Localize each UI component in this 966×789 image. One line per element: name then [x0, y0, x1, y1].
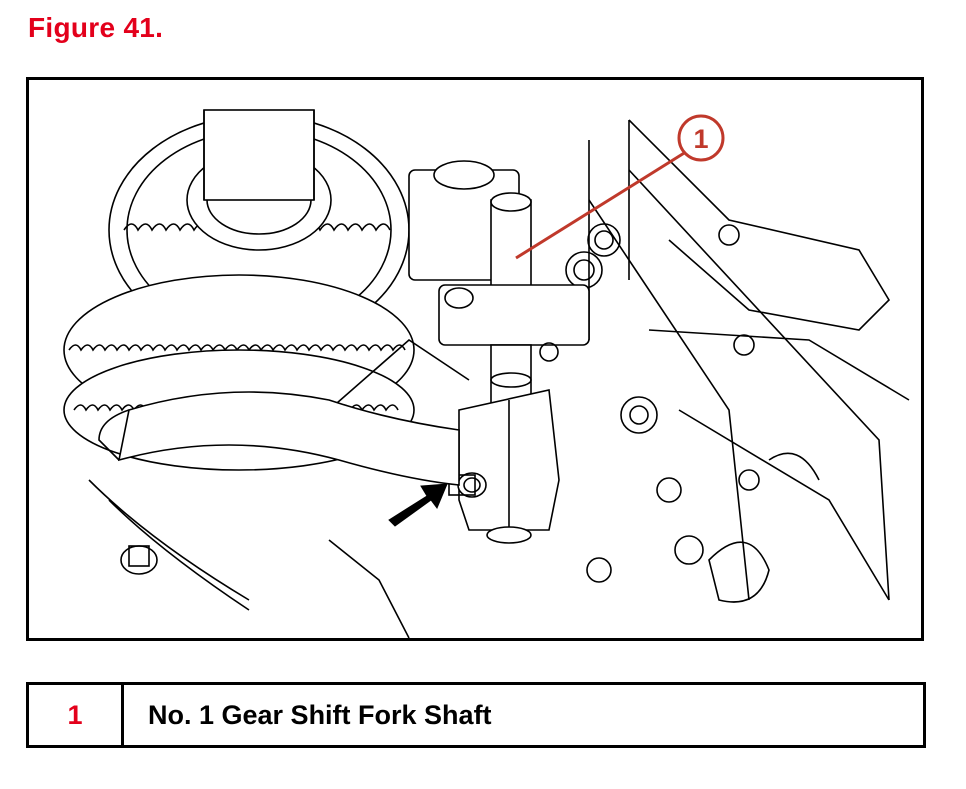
callout-1: 1 [515, 114, 725, 260]
legend-number: 1 [29, 685, 124, 745]
callout-1-number: 1 [693, 124, 708, 154]
illustration-frame: 1 [26, 77, 924, 641]
arrow-icon [388, 483, 448, 527]
figure-title: Figure 41. [28, 12, 164, 43]
gearbox-illustration: 1 [63, 109, 910, 638]
legend-label: No. 1 Gear Shift Fork Shaft [148, 699, 492, 730]
gear-cluster [63, 109, 415, 611]
shift-fork-shaft-assembly [98, 160, 590, 544]
transmission-case [328, 119, 910, 638]
legend-table: 1 No. 1 Gear Shift Fork Shaft [26, 682, 926, 748]
